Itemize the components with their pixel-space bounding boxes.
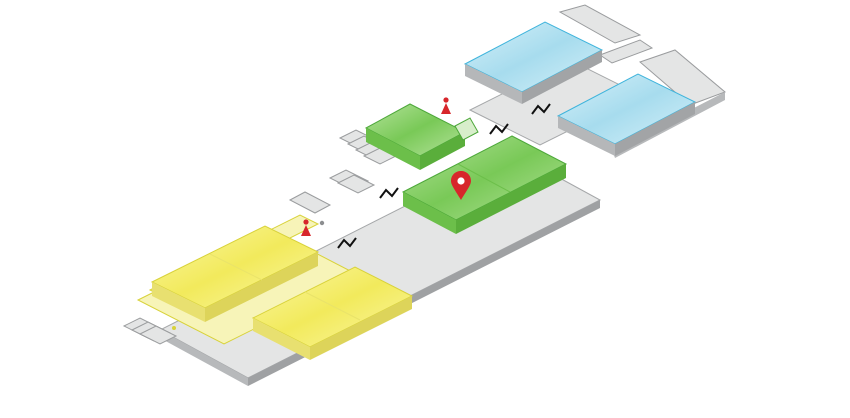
dot-marker: [172, 326, 176, 330]
zone-green[interactable]: [364, 103, 568, 234]
zone-yellow[interactable]: [136, 214, 414, 360]
zone-blue[interactable]: [463, 21, 697, 156]
zigzag-connector-icon: [337, 103, 551, 249]
stairs-center-lower: [328, 169, 376, 194]
map-pin-icon[interactable]: [451, 171, 471, 200]
stairs-west: [122, 317, 178, 345]
info-person-icon[interactable]: [301, 219, 311, 236]
dot-marker: [319, 220, 325, 226]
info-person-icon[interactable]: [441, 97, 451, 114]
